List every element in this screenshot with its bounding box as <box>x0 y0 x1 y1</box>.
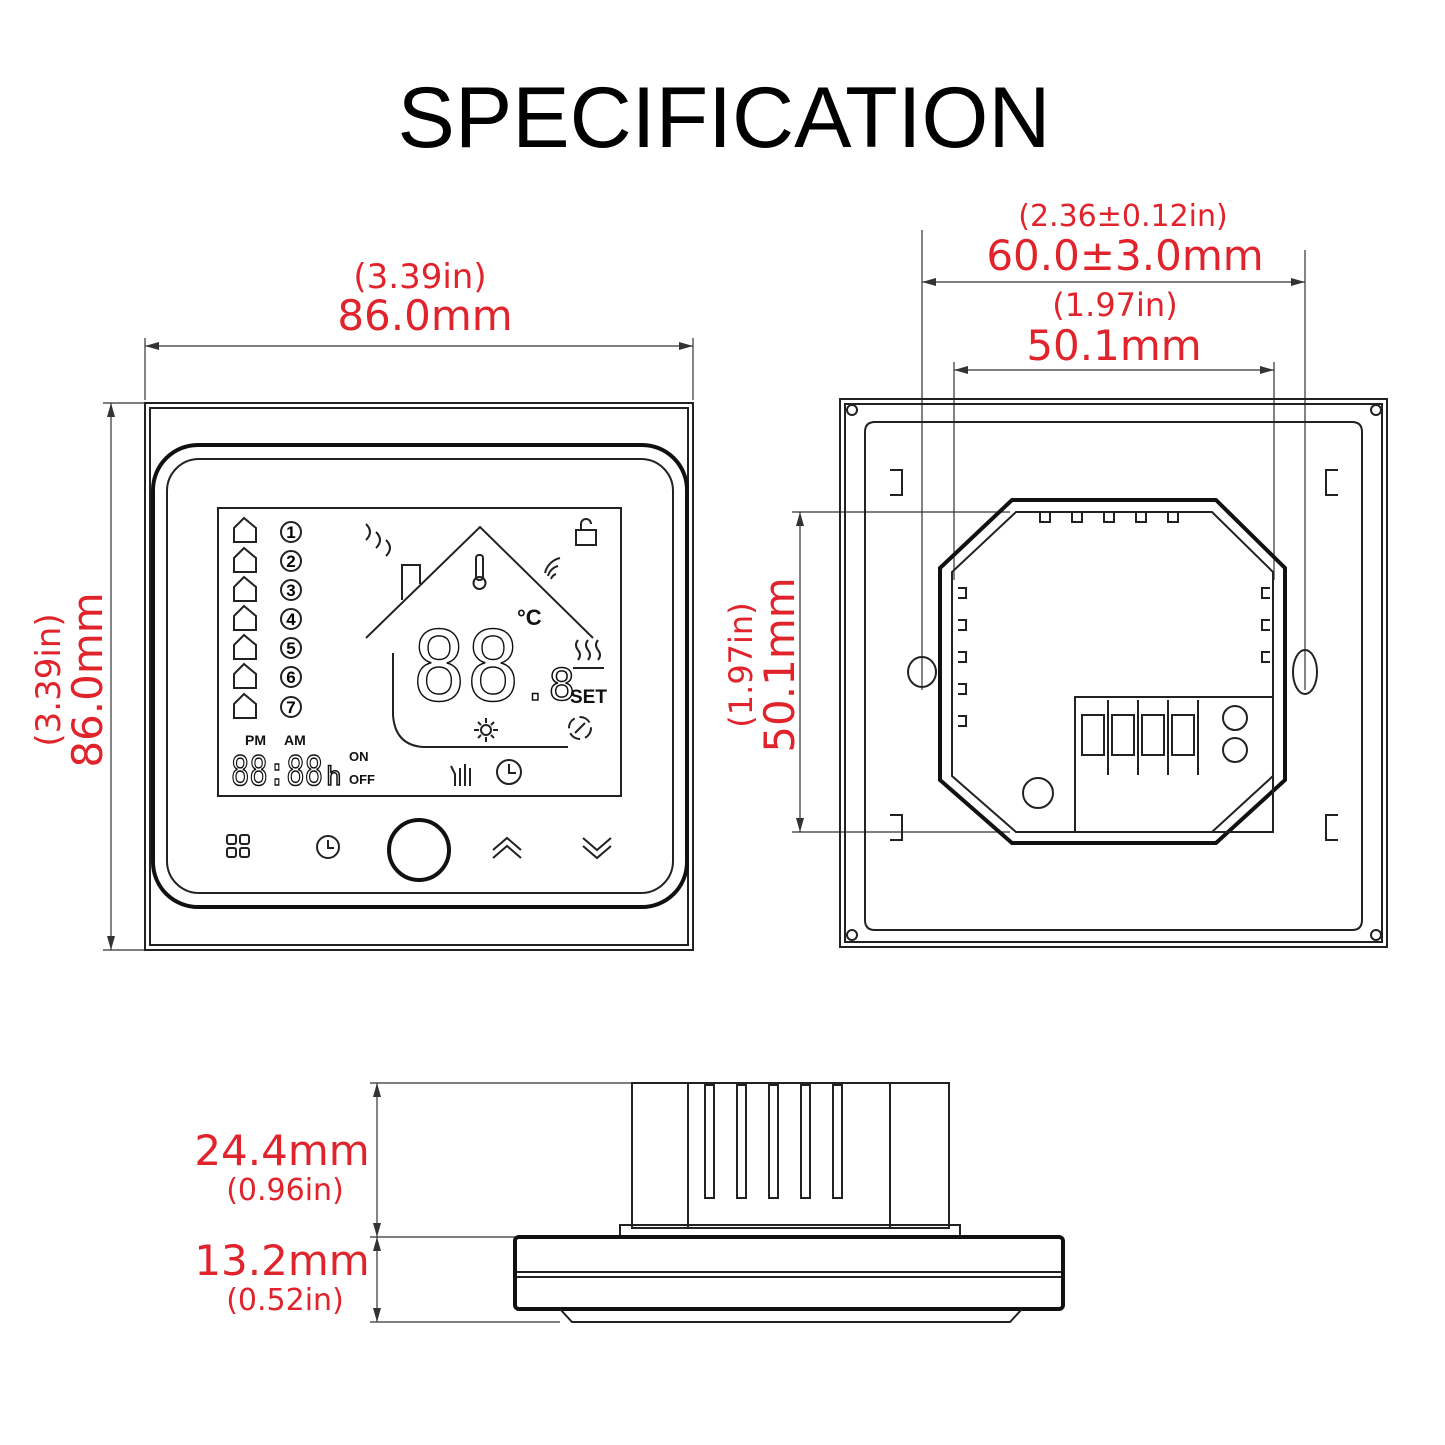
house-icon <box>233 633 257 660</box>
power-button[interactable] <box>387 818 451 882</box>
front-frame <box>144 402 694 951</box>
program-number: 7 <box>286 698 295 717</box>
front-view: (3.39in) 86.0mm 86.0mm (3.39in) 1 <box>29 257 694 951</box>
sun-icon <box>474 718 498 742</box>
menu-button[interactable] <box>226 834 250 858</box>
house-icon <box>233 516 257 543</box>
house-roof <box>365 525 594 639</box>
back-inner-mm: 50.1mm <box>1026 321 1201 370</box>
temperature-decimal: .8 <box>522 660 575 711</box>
house-icon <box>233 662 257 689</box>
pm-label: PM <box>245 732 266 748</box>
house-icon <box>233 692 257 719</box>
back-inner-in: (1.97in) <box>1052 286 1177 324</box>
program-list: 1 2 3 4 5 6 7 <box>233 516 302 719</box>
temperature-unit: °C <box>517 605 542 630</box>
house-icon <box>233 546 257 573</box>
front-width-in: (3.39in) <box>353 257 486 297</box>
program-number: 4 <box>286 610 296 629</box>
hour-suffix: h <box>326 762 342 792</box>
front-height-in: (3.39in) <box>29 613 69 746</box>
house-icon <box>233 604 257 631</box>
front-depth-mm: 13.2mm <box>194 1236 369 1285</box>
down-button[interactable] <box>582 837 612 860</box>
program-number: 6 <box>286 668 295 687</box>
set-label: SET <box>570 687 607 708</box>
terminal-block <box>1074 696 1274 833</box>
front-height-mm: 86.0mm <box>63 592 112 767</box>
wifi-icon <box>544 557 561 580</box>
front-bezel <box>151 443 689 909</box>
page-title: SPECIFICATION <box>397 70 1050 166</box>
terminal-pins <box>704 1084 843 1199</box>
clock-schedule-icon <box>496 759 522 785</box>
house-wall <box>392 653 568 748</box>
time-digits: 88:88 <box>231 749 323 795</box>
am-label: AM <box>284 732 306 748</box>
program-number: 1 <box>286 523 295 542</box>
house-icon <box>233 575 257 602</box>
back-housing-side <box>631 1082 950 1229</box>
back-housing <box>938 498 1287 845</box>
lcd-screen <box>217 507 622 797</box>
back-vertical-mm: 50.1mm <box>755 577 804 752</box>
back-plate <box>839 398 1388 948</box>
back-outer-mm: 60.0±3.0mm <box>986 231 1263 280</box>
eco-leaf-icon <box>568 716 592 740</box>
side-view: 24.4mm (0.96in) 13.2mm (0.52in) <box>194 1082 1065 1323</box>
lock-icon <box>575 518 597 546</box>
back-outer-in: (2.36±0.12in) <box>1018 199 1228 234</box>
clock-button[interactable] <box>316 835 340 859</box>
airflow-icon <box>365 523 391 557</box>
program-number: 2 <box>286 552 295 571</box>
back-depth-mm: 24.4mm <box>194 1126 369 1175</box>
thermometer-icon <box>472 554 487 590</box>
heating-icon <box>573 639 604 669</box>
program-number: 3 <box>286 581 295 600</box>
back-vertical-in: (1.97in) <box>722 602 760 727</box>
off-label: OFF <box>349 772 375 787</box>
up-button[interactable] <box>492 836 522 859</box>
front-depth-in: (0.52in) <box>226 1283 344 1318</box>
back-view: (2.36±0.12in) 60.0±3.0mm (1.97in) 50.1mm… <box>722 199 1388 948</box>
on-label: ON <box>349 749 369 764</box>
front-width-mm: 86.0mm <box>337 291 512 340</box>
temperature-digits: 88 <box>412 611 520 723</box>
manual-hand-icon <box>450 764 471 786</box>
back-depth-in: (0.96in) <box>226 1173 344 1208</box>
front-panel-side <box>513 1235 1065 1311</box>
program-number: 5 <box>286 639 295 658</box>
